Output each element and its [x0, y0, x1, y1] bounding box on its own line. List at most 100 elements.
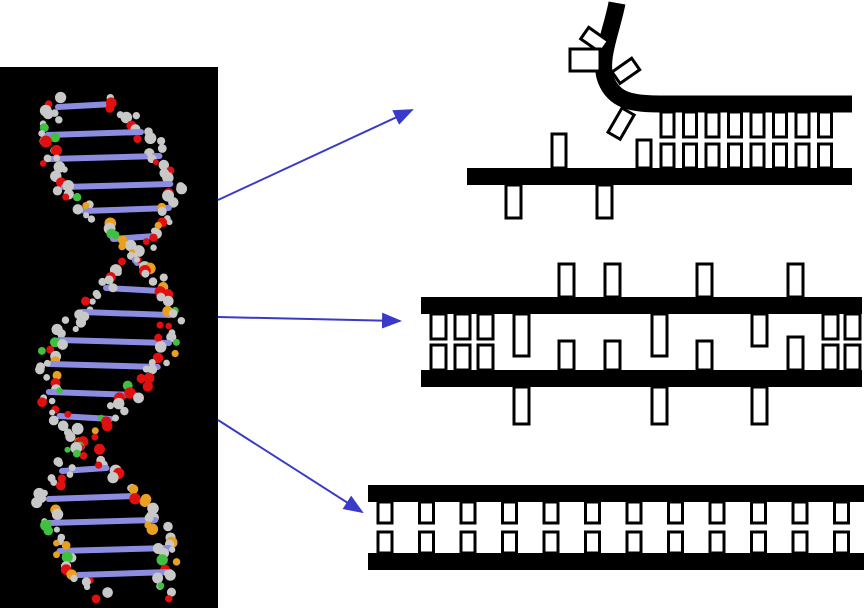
atom [133, 392, 144, 404]
base [557, 262, 576, 299]
atom [37, 346, 46, 355]
atom [172, 338, 180, 346]
atom [72, 449, 81, 458]
base [695, 339, 714, 372]
atom [93, 291, 102, 300]
base [512, 385, 531, 426]
base [376, 500, 394, 525]
atom [159, 273, 168, 282]
atom [50, 479, 58, 486]
base-pair-rung [45, 493, 139, 502]
atom [81, 296, 91, 306]
atom [50, 132, 60, 143]
base-pair [727, 110, 743, 170]
atom [72, 204, 84, 215]
base [695, 262, 714, 299]
base [791, 530, 809, 555]
base [833, 500, 850, 525]
atom [166, 219, 173, 226]
atom [37, 397, 47, 408]
atom [136, 373, 146, 384]
base-pair [772, 110, 788, 170]
atom [129, 493, 141, 505]
base [453, 343, 472, 372]
atom [66, 471, 74, 478]
atom [57, 474, 66, 483]
arrows [217, 109, 414, 514]
arrow [217, 312, 402, 329]
atom [43, 154, 52, 163]
atom [104, 275, 114, 285]
atom [166, 332, 177, 343]
atom [166, 587, 176, 597]
dna-molecular-model [0, 67, 218, 608]
atom [46, 345, 55, 354]
base [476, 343, 495, 372]
atom [142, 238, 150, 245]
base [504, 183, 523, 220]
atom [105, 103, 115, 113]
atom [31, 496, 43, 509]
base-pair [704, 110, 721, 170]
atom [157, 206, 167, 216]
atom [43, 374, 51, 381]
atom [91, 427, 99, 435]
atom [43, 525, 54, 536]
atom [168, 546, 176, 553]
atom [111, 230, 120, 240]
atom [149, 233, 158, 242]
base [501, 500, 518, 525]
atom [118, 235, 128, 245]
atom [49, 409, 56, 416]
base [429, 343, 448, 372]
base [794, 110, 811, 139]
backbone-strand [421, 297, 862, 314]
base [376, 530, 394, 555]
base [550, 132, 568, 170]
base [568, 47, 602, 73]
base-pair [625, 500, 643, 555]
base [682, 142, 698, 170]
base [750, 530, 767, 555]
atom [56, 329, 66, 339]
atom [68, 464, 76, 472]
atom [154, 333, 163, 342]
atom [133, 134, 142, 144]
base [682, 110, 698, 139]
atom [157, 582, 165, 590]
atom [39, 135, 52, 148]
atom [42, 108, 54, 120]
atom [142, 381, 153, 392]
base-pair [708, 500, 726, 555]
atom [106, 402, 115, 410]
atom [52, 370, 62, 380]
atom [55, 116, 63, 124]
atom [98, 277, 107, 286]
atom [82, 202, 90, 209]
atom [152, 572, 164, 584]
atom [147, 364, 158, 375]
base [609, 56, 642, 86]
base [772, 142, 788, 170]
atom [48, 415, 59, 426]
atom [61, 551, 73, 563]
atom [56, 387, 63, 394]
atom [132, 111, 141, 120]
atom [147, 502, 159, 515]
atom [93, 443, 105, 455]
atom [107, 471, 119, 484]
base [708, 500, 726, 525]
base-pair-rung [81, 205, 172, 214]
atom [124, 387, 136, 399]
base-pair [667, 500, 684, 555]
base [459, 500, 477, 525]
base [605, 105, 637, 142]
atom [144, 132, 157, 145]
base [821, 343, 840, 372]
base-pair [843, 312, 862, 372]
base [667, 530, 684, 555]
base [667, 500, 684, 525]
base [635, 138, 653, 170]
atom [72, 326, 79, 333]
atom [113, 397, 125, 410]
